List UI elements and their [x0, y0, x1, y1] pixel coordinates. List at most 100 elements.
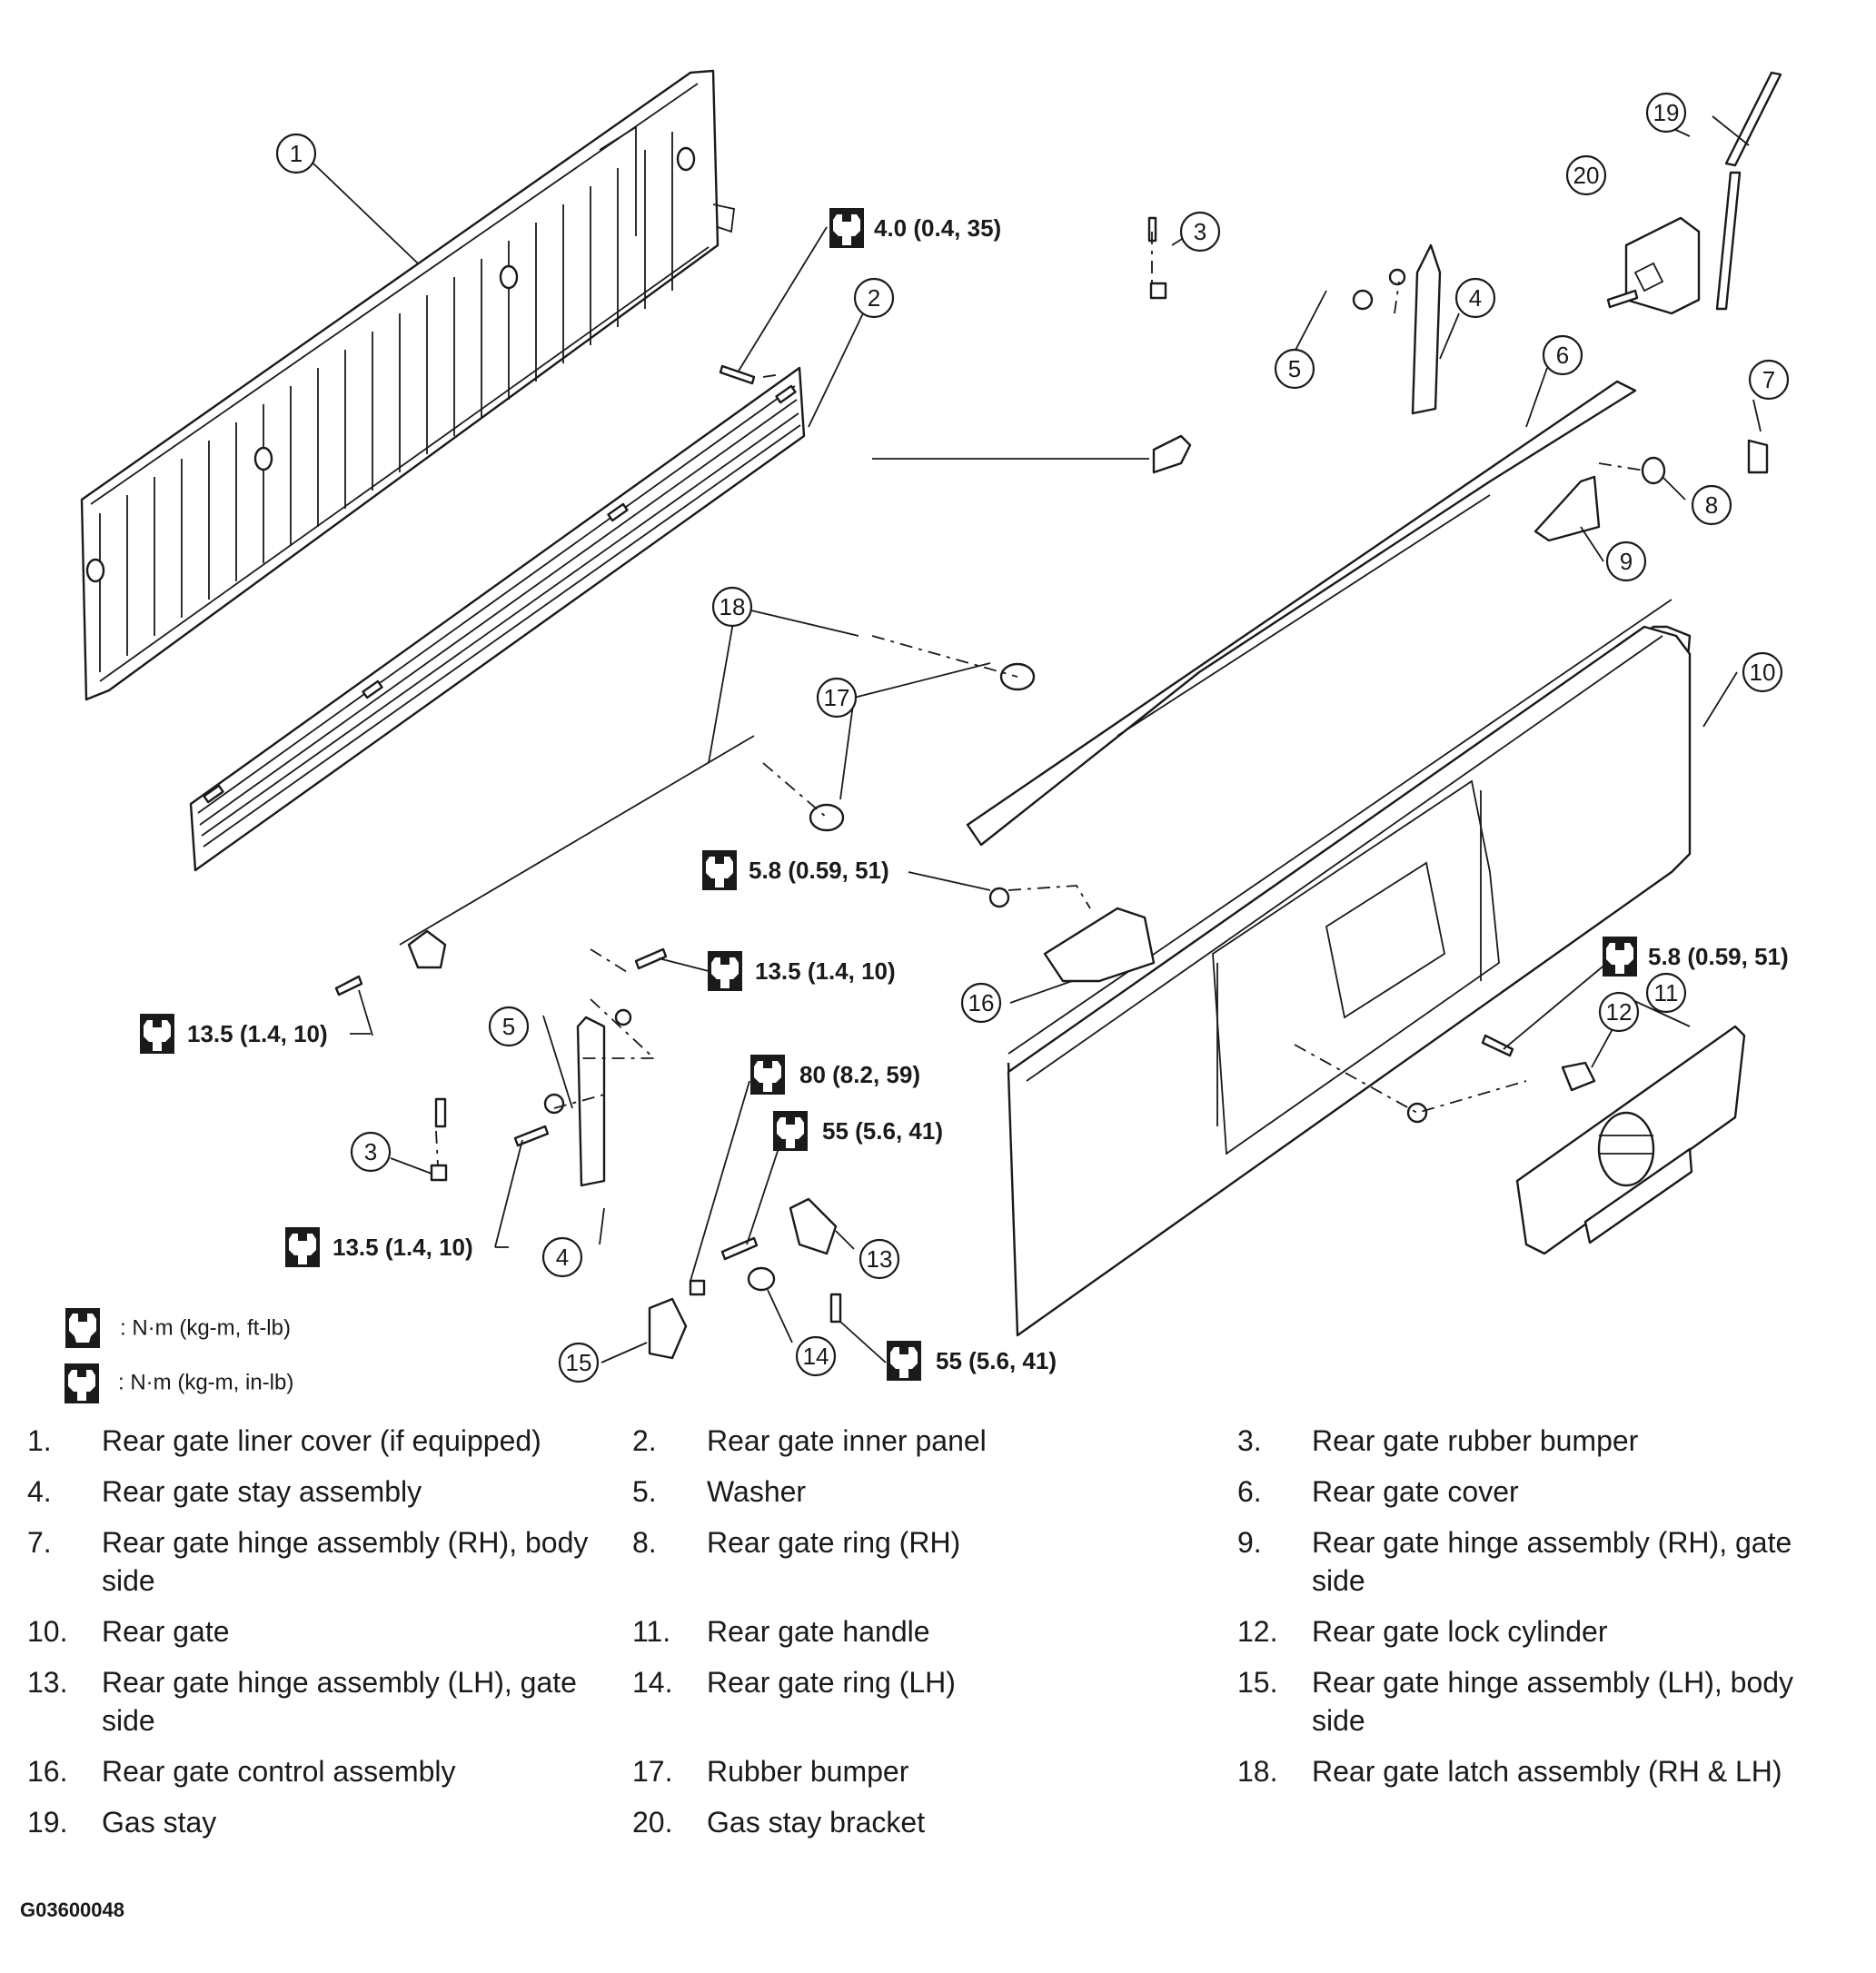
parts-list-item: 1.Rear gate liner cover (if equipped) [27, 1422, 632, 1460]
callout-4-upper: 4 [1454, 277, 1496, 319]
part-name: Rear gate hinge assembly (RH), body side [102, 1526, 589, 1597]
rear-gate-inner-panel [189, 366, 806, 872]
callout-20: 20 [1565, 154, 1607, 196]
part-name: Washer [707, 1475, 807, 1508]
callout-7: 7 [1748, 359, 1790, 401]
rear-gate-handle [1515, 1025, 1746, 1255]
svg-text:11: 11 [1654, 979, 1679, 1006]
washer-lower [543, 1093, 565, 1115]
svg-text:5: 5 [1288, 355, 1301, 382]
rear-gate-cover [966, 380, 1637, 847]
part-number: 18. [1237, 1755, 1278, 1788]
part-name: Rear gate hinge assembly (LH), body side [1312, 1666, 1794, 1737]
callout-markers: 1 2 3 3 4 4 5 5 6 7 8 9 10 11 12 13 14 1… [275, 92, 1790, 1383]
svg-text:9: 9 [1620, 548, 1633, 575]
torque-spec-13-5-washer: 13.5 (1.4, 10) [285, 1227, 509, 1267]
callout-10: 10 [1742, 651, 1783, 693]
svg-text:55 (5.6, 41): 55 (5.6, 41) [822, 1117, 943, 1145]
parts-row: 1.Rear gate liner cover (if equipped)2.R… [27, 1422, 1853, 1460]
parts-list-item: 17.Rubber bumper [632, 1752, 1237, 1790]
parts-list-item: 2.Rear gate inner panel [632, 1422, 1237, 1460]
callout-5-lower: 5 [488, 1006, 530, 1047]
svg-text:13: 13 [867, 1245, 893, 1273]
svg-text:7: 7 [1762, 366, 1775, 393]
svg-text:6: 6 [1556, 342, 1569, 369]
torque-wrench-icon [285, 1227, 320, 1267]
rear-gate [1007, 599, 1692, 1337]
parts-list-item: 20. Gas stay bracket [632, 1803, 1237, 1841]
callout-12: 12 [1598, 991, 1640, 1033]
svg-text:80 (8.2, 59): 80 (8.2, 59) [799, 1061, 920, 1088]
callout-14: 14 [795, 1335, 837, 1377]
rear-gate-liner-cover [80, 69, 735, 701]
rear-gate-rubber-bumper-lower [430, 1164, 448, 1182]
svg-text:3: 3 [1194, 218, 1206, 245]
svg-text:20: 20 [1573, 162, 1600, 189]
callout-19: 19 [1645, 92, 1687, 134]
rear-gate-ring-lh [747, 1266, 776, 1292]
exploded-parts-diagram: 1 2 3 3 4 4 5 5 6 7 8 9 10 11 12 13 14 1… [65, 69, 1790, 1403]
part-number: 6. [1237, 1475, 1262, 1508]
part-name: Gas stay bracket [707, 1806, 926, 1839]
parts-list-item: 12. Rear gate lock cylinder [1237, 1612, 1842, 1651]
svg-text:55 (5.6, 41): 55 (5.6, 41) [936, 1347, 1057, 1374]
svg-text:5: 5 [502, 1013, 515, 1040]
gas-stay-bracket [1624, 216, 1701, 315]
svg-text:13.5 (1.4, 10): 13.5 (1.4, 10) [187, 1020, 328, 1047]
torque-spec-5-8-handle: 5.8 (0.59, 51) [1603, 937, 1789, 977]
part-number: 12. [1237, 1615, 1278, 1648]
part-name: Rear gate hinge assembly (LH), gate side [102, 1666, 577, 1737]
parts-list-item: 5.Washer [632, 1472, 1237, 1511]
torque-wrench-icon [1603, 937, 1637, 977]
unit-legend: : N·m (kg-m, ft-lb) : N·m (kg-m, in-lb) [65, 1308, 293, 1403]
lock-washer [1406, 1102, 1428, 1124]
svg-text:15: 15 [566, 1349, 592, 1376]
callout-2: 2 [853, 277, 895, 319]
part-number: 13. [27, 1666, 68, 1699]
rear-gate-hinge-rh-gate-side [1534, 475, 1601, 542]
part-number: 8. [632, 1526, 657, 1559]
callout-9: 9 [1605, 540, 1647, 582]
torque-wrench-icon [829, 208, 864, 248]
callout-3-lower: 3 [350, 1131, 392, 1173]
torque-spec-4-0: 4.0 (0.4, 35) [829, 208, 1001, 248]
parts-list-item: 14.Rear gate ring (LH) [632, 1663, 1237, 1740]
part-number: 20. [632, 1806, 673, 1839]
svg-text:18: 18 [720, 593, 746, 620]
torque-wrench-icon [708, 951, 742, 991]
torque-wrench-icon [750, 1055, 785, 1095]
part-name: Rear gate cover [1312, 1475, 1519, 1508]
svg-text:2: 2 [868, 284, 880, 312]
rear-gate-stay-assembly-lower [576, 1008, 632, 1187]
torque-spec-55-lower: 55 (5.6, 41) [887, 1341, 1057, 1381]
parts-list-item: 15.Rear gate hinge assembly (LH), body s… [1237, 1663, 1842, 1740]
svg-text:5.8 (0.59, 51): 5.8 (0.59, 51) [749, 857, 889, 884]
parts-list-item: 7.Rear gate hinge assembly (RH), body si… [27, 1523, 632, 1600]
parts-list-item: 9.Rear gate hinge assembly (RH), gate si… [1237, 1523, 1842, 1600]
torque-spec-13-5-stay: 13.5 (1.4, 10) [708, 951, 896, 991]
torque-wrench-icon [140, 1014, 174, 1054]
torque-spec-80: 80 (8.2, 59) [750, 1055, 920, 1095]
callout-3-upper: 3 [1179, 211, 1221, 253]
part-name: Rear gate lock cylinder [1312, 1615, 1608, 1648]
callout-17: 17 [816, 677, 858, 719]
svg-text:4: 4 [556, 1244, 569, 1271]
rear-gate-control-assembly [988, 887, 1156, 983]
svg-text:16: 16 [968, 989, 995, 1016]
svg-text:14: 14 [803, 1343, 829, 1370]
parts-row: 13. Rear gate hinge assembly (LH), gate s… [27, 1663, 1853, 1740]
parts-row: 7.Rear gate hinge assembly (RH), body si… [27, 1523, 1853, 1600]
parts-list-item: 3.Rear gate rubber bumper [1237, 1422, 1842, 1460]
callout-15: 15 [558, 1342, 600, 1383]
part-name: Rear gate [102, 1615, 230, 1648]
rear-gate-latch-assembly [399, 434, 1192, 969]
part-name: Rear gate stay assembly [102, 1475, 422, 1508]
part-name: Rear gate ring (LH) [707, 1666, 956, 1699]
part-number: 17. [632, 1755, 673, 1788]
washer-upper [1352, 289, 1374, 311]
torque-spec-13-5-latch: 13.5 (1.4, 10) [140, 1014, 371, 1054]
torque-leaders [358, 226, 1613, 1363]
